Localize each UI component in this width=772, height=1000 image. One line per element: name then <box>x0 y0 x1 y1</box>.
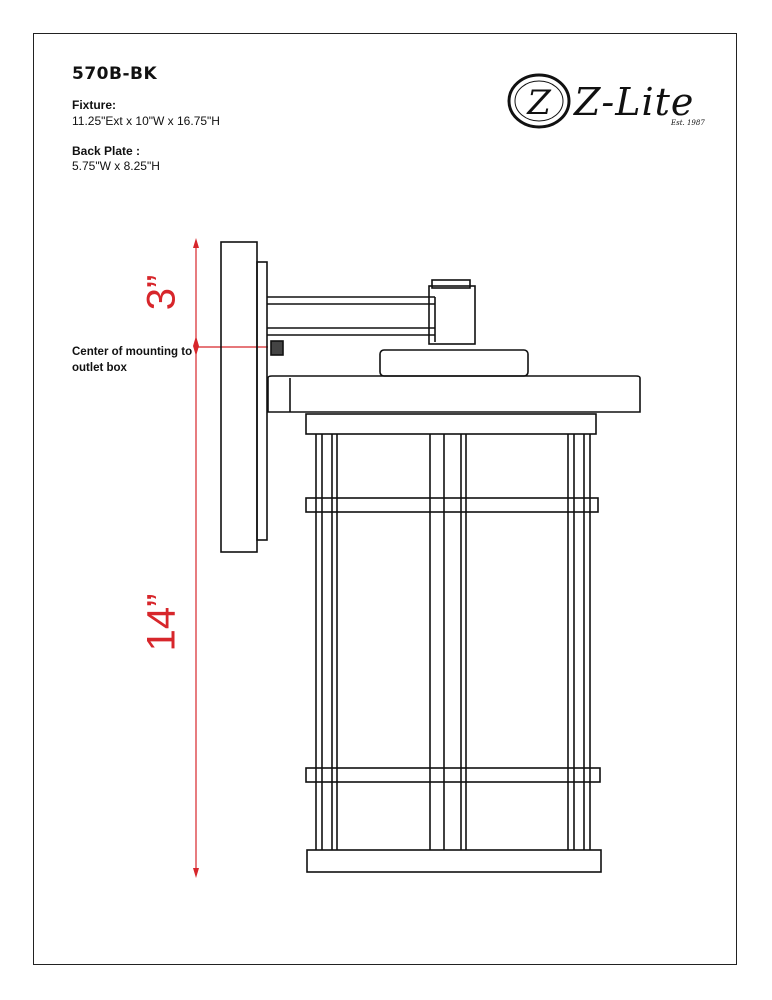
mounting-center-callout: Center of mounting to outlet box <box>72 346 193 374</box>
drawing-frame <box>33 33 737 965</box>
brand-logo: Z-Lite <box>574 80 695 124</box>
lantern-canopy <box>267 375 641 413</box>
model-number: 570B-BK <box>72 64 158 84</box>
fixture-label: Fixture: <box>72 98 117 112</box>
lantern-band-lower <box>305 767 601 783</box>
lantern-bottom-band <box>306 849 602 873</box>
lantern-cap <box>379 349 529 377</box>
lantern-outline <box>220 241 641 873</box>
mounting-screw-icon <box>270 340 284 356</box>
dimension-line <box>193 238 268 878</box>
backplate-label: Back Plate : <box>72 144 141 158</box>
logo-emblem-icon: Z <box>507 73 571 129</box>
lantern-band-upper <box>305 497 599 513</box>
backplate-dimensions: 5.75"W x 8.25"H <box>72 159 160 173</box>
back-plate <box>220 241 258 553</box>
fixture-dimensions: 11.25"Ext x 10"W x 16.75"H <box>72 114 220 128</box>
arm-knuckle <box>428 285 476 345</box>
lantern-top-band <box>305 413 597 435</box>
lower-dimension-label: 14” <box>139 593 184 652</box>
logo-emblem-letter: Z <box>526 83 552 123</box>
back-plate-spacer <box>256 261 268 541</box>
upper-dimension-label: 3” <box>139 274 184 311</box>
brand-established: Est. 1987 <box>671 119 705 127</box>
